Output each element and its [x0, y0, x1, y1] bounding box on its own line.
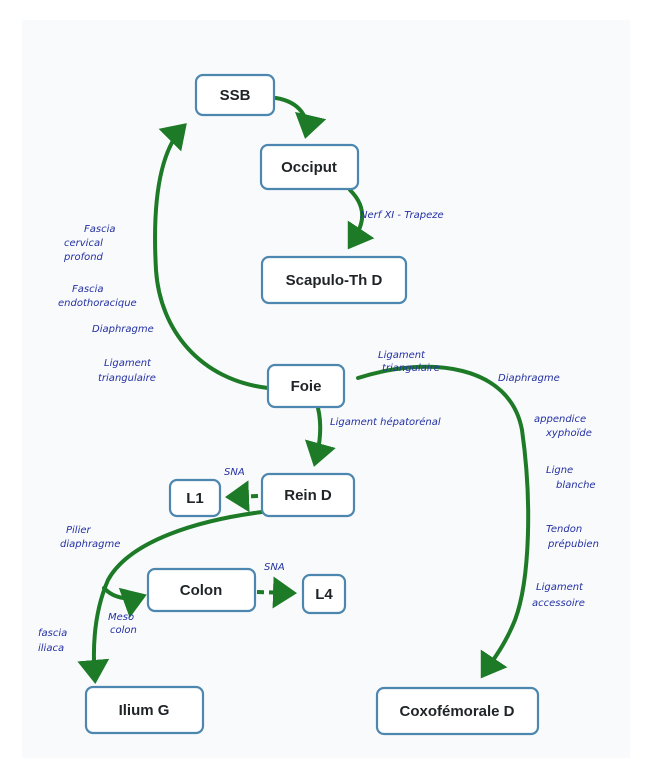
node-scapulo: Scapulo-Th D	[260, 255, 408, 305]
node-l4: L4	[301, 573, 347, 615]
node-ilium: Ilium G	[84, 685, 205, 735]
node-colon-label: Colon	[180, 582, 223, 599]
note-ligament-triangulaire-right-2: triangulaire	[382, 363, 440, 374]
note-fascia-endo-1: Fascia	[72, 284, 104, 295]
arrow-foie-ssb	[153, 123, 270, 390]
note-ligne-blanche-2: blanche	[556, 480, 596, 491]
node-ilium-label: Ilium G	[119, 702, 170, 719]
note-ligament-accessoire-2: accessoire	[532, 598, 585, 609]
arrow-foie-coxo	[356, 364, 531, 679]
note-pilier-1: Pilier	[66, 525, 92, 536]
arrow-occiput-scapulo	[347, 188, 375, 250]
note-ligament-triangulaire-right-1: Ligament	[378, 350, 426, 361]
note-appendice-1: appendice	[534, 414, 586, 425]
note-fascia-iliaca-2: iliaca	[38, 643, 64, 654]
note-pilier-2: diaphragme	[60, 539, 120, 550]
node-coxo: Coxofémorale D	[375, 686, 540, 736]
note-sna-l1: SNA	[224, 467, 245, 478]
note-meso-colon-2: colon	[110, 625, 137, 636]
note-ligament-hepatorenal: Ligament hépatorénal	[330, 416, 441, 428]
arrow-ssb-occiput	[274, 96, 327, 139]
arrow-rein-l1	[225, 480, 259, 513]
node-rein: Rein D	[260, 472, 356, 518]
note-fascia-endo-2: endothoracique	[58, 298, 137, 309]
arrow-branch-colon	[102, 586, 147, 618]
arrow-colon-l4	[256, 576, 297, 609]
connectors	[77, 96, 531, 684]
note-tendon-1: Tendon	[546, 524, 582, 535]
node-l1-label: L1	[186, 490, 204, 507]
node-l4-label: L4	[315, 586, 333, 603]
arrow-foie-rein	[304, 406, 336, 467]
note-ligament-triangulaire-left-1: Ligament	[104, 358, 152, 369]
note-diaphragme-left: Diaphragme	[92, 324, 154, 335]
annotations: Nerf XI - Trapeze Fascia cervical profon…	[38, 210, 599, 654]
note-ligament-triangulaire-left-2: triangulaire	[98, 373, 156, 384]
node-occiput: Occiput	[259, 143, 360, 191]
node-coxo-label: Coxofémorale D	[399, 703, 514, 720]
node-occiput-label: Occiput	[281, 159, 337, 176]
note-diaphragme-right: Diaphragme	[498, 373, 560, 384]
note-fascia-iliaca-1: fascia	[38, 628, 67, 639]
note-appendice-2: xyphoïde	[545, 428, 592, 439]
node-l1: L1	[168, 478, 222, 518]
node-foie-label: Foie	[291, 378, 322, 395]
note-fascia-cervical-2: cervical	[64, 238, 103, 249]
node-ssb-label: SSB	[220, 87, 251, 104]
note-tendon-2: prépubien	[547, 538, 599, 550]
node-rein-label: Rein D	[284, 487, 332, 504]
node-scapulo-label: Scapulo-Th D	[286, 272, 383, 289]
note-nerf-xi: Nerf XI - Trapeze	[360, 210, 444, 221]
node-colon: Colon	[146, 567, 257, 613]
note-fascia-cervical-3: profond	[63, 252, 104, 263]
arrow-rein-ilium	[77, 510, 264, 684]
note-sna-l4: SNA	[264, 562, 285, 573]
note-ligament-accessoire-1: Ligament	[536, 582, 584, 593]
note-meso-colon-1: Meso	[108, 612, 134, 623]
note-fascia-cervical-1: Fascia	[84, 224, 116, 235]
node-foie: Foie	[266, 363, 346, 409]
node-ssb: SSB	[194, 73, 276, 117]
note-ligne-blanche-1: Ligne	[546, 465, 573, 476]
